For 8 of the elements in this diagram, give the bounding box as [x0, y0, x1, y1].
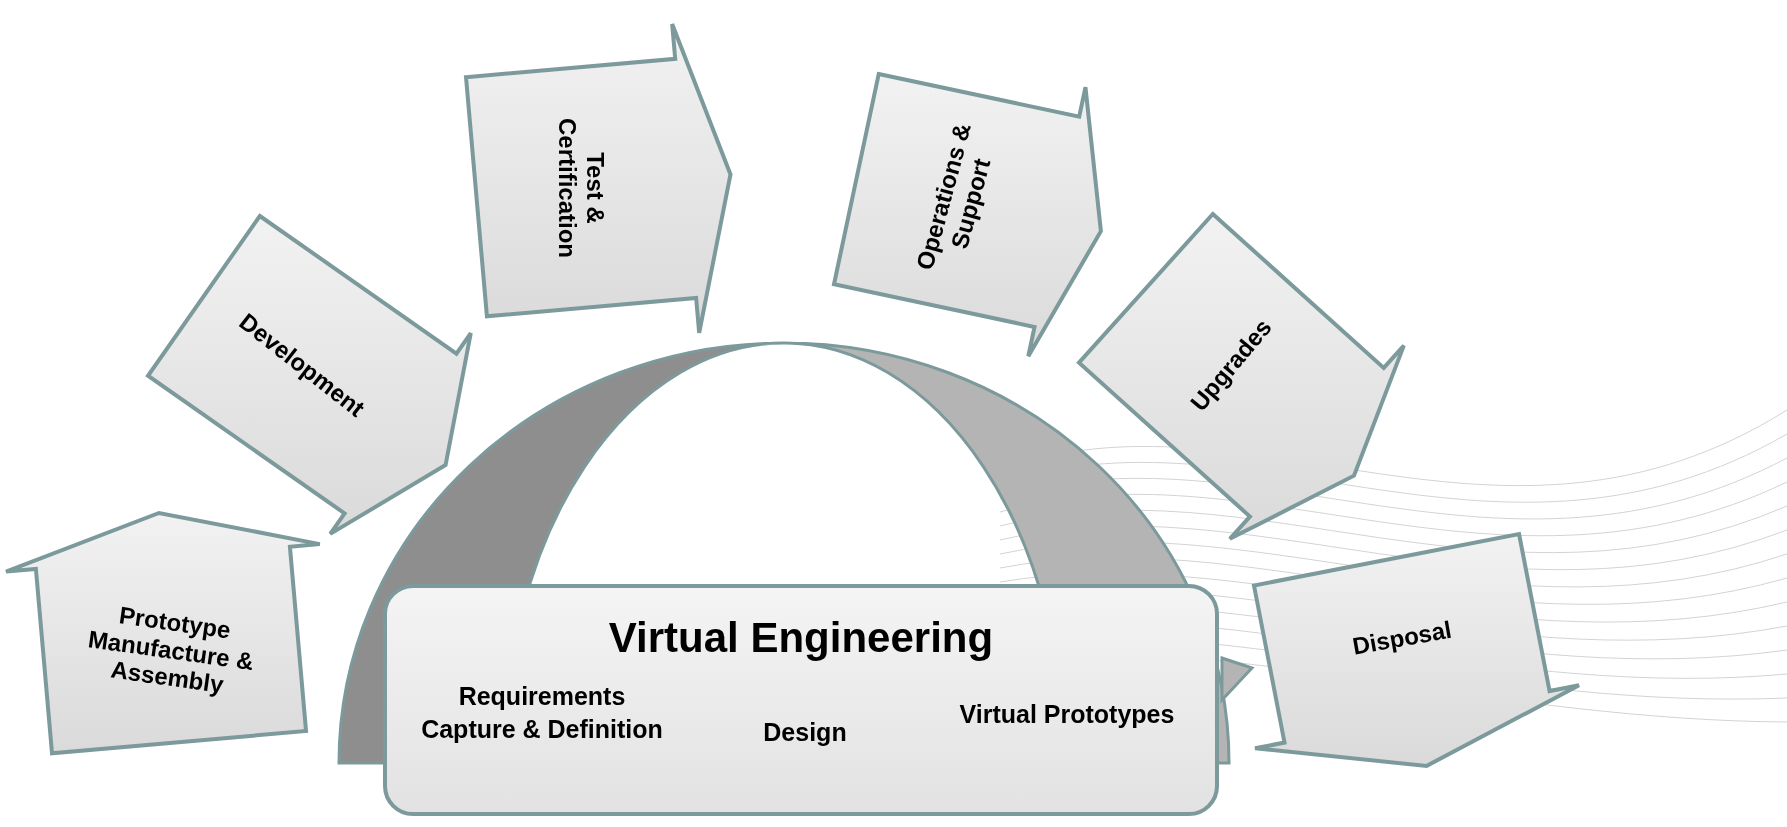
center-box: [383, 584, 1219, 816]
activity-label: Design: [762, 717, 848, 748]
center-title: Virtual Engineering: [607, 614, 995, 662]
stage-label: Disposal: [1349, 614, 1455, 662]
stage-label: Prototype Manufacture & Assembly: [85, 600, 257, 701]
stage-label: Test & Certification: [553, 116, 609, 260]
activity-label: Virtual Prototypes: [958, 699, 1176, 730]
activity-label: Requirements Capture & Definition: [420, 681, 664, 745]
